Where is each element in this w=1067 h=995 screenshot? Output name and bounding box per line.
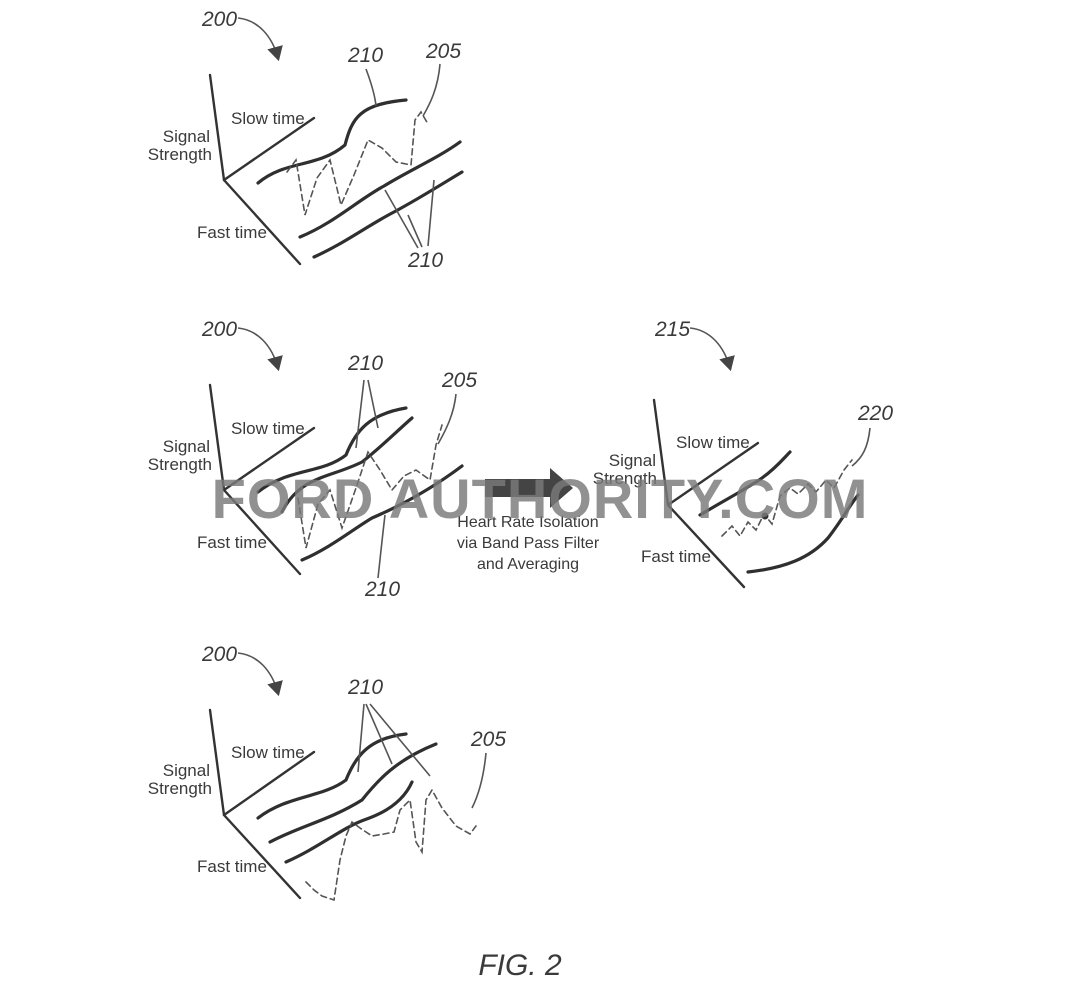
dashed-curve-mid — [297, 424, 443, 549]
process-line-1: Heart Rate Isolation — [457, 514, 598, 531]
label-signal-result: Signal — [609, 451, 656, 470]
ref-200-top: 200 — [201, 8, 237, 31]
leader-215 — [689, 327, 735, 372]
heart-signal-point — [761, 512, 769, 520]
dashed-curve — [286, 110, 429, 216]
process-line-3: and Averaging — [477, 556, 579, 573]
solid-curve-bot-1 — [256, 732, 408, 820]
ref-205-bot: 205 — [470, 728, 506, 751]
label-signal-bot: Signal — [163, 761, 210, 780]
leader-220 — [851, 427, 871, 467]
leader-210-mid-a — [355, 379, 379, 449]
label-strength-result: Strength — [593, 469, 657, 488]
process-line-2: via Band Pass Filter — [457, 535, 600, 552]
solid-curve-1 — [256, 98, 408, 185]
solid-curve-result-2 — [746, 493, 860, 574]
plot-panel-bottom: 200 Signal Strength Slow time Fast time … — [148, 643, 506, 902]
label-fast-time-result: Fast time — [641, 547, 711, 566]
ref-200-bot: 200 — [201, 643, 237, 666]
axis-slow-time-bottom — [222, 750, 316, 817]
process-arrow: Heart Rate Isolation via Band Pass Filte… — [457, 468, 600, 573]
leader-210-top-a — [365, 68, 377, 107]
leader-200-top — [237, 17, 283, 62]
ref-210-mid-a: 210 — [347, 352, 383, 375]
leader-205-bot — [471, 752, 487, 809]
ref-200-mid: 200 — [201, 318, 237, 341]
label-slow-time: Slow time — [231, 109, 305, 128]
dashed-curve-bot — [305, 788, 477, 902]
label-signal: Signal — [163, 127, 210, 146]
watermark-logo: FORD AUTHORITY.COM — [212, 467, 869, 530]
solid-curve-bot-3 — [284, 780, 414, 864]
plot-panel-result: 215 Signal Strength Slow time Fast time … — [593, 318, 893, 589]
solid-curve-2 — [298, 140, 462, 239]
ref-210-top-a: 210 — [347, 44, 383, 67]
leader-210-bot — [357, 703, 431, 777]
label-strength-mid: Strength — [148, 455, 212, 474]
ref-210-mid-b: 210 — [364, 578, 400, 601]
leader-200-bot — [237, 652, 283, 697]
ref-205-top: 205 — [425, 40, 461, 63]
solid-curve-result-1 — [698, 450, 792, 517]
leader-210-top-b — [384, 179, 435, 249]
axis-slow-time-result — [666, 441, 760, 507]
leader-200-mid — [237, 327, 283, 372]
heart-signal-dashed — [721, 459, 853, 538]
label-strength: Strength — [148, 145, 212, 164]
ref-220: 220 — [857, 402, 893, 425]
ref-210-bot: 210 — [347, 676, 383, 699]
label-strength-bot: Strength — [148, 779, 212, 798]
plot-panel-top: 200 Signal Strength Slow time Fast time … — [148, 8, 464, 272]
ref-205-mid: 205 — [441, 369, 477, 392]
label-slow-time-mid: Slow time — [231, 419, 305, 438]
label-signal-mid: Signal — [163, 437, 210, 456]
label-fast-time: Fast time — [197, 223, 267, 242]
ref-210-top-b: 210 — [407, 249, 443, 272]
leader-205-mid — [437, 393, 457, 445]
figure-caption: FIG. 2 — [478, 949, 562, 982]
right-arrow-icon — [485, 468, 573, 508]
leader-210-mid-b — [377, 514, 386, 579]
axis-slow-time-mid — [222, 426, 316, 492]
label-fast-time-mid: Fast time — [197, 533, 267, 552]
solid-curve-mid-1 — [256, 406, 408, 494]
axis-slow-time — [222, 116, 316, 182]
leader-205-top — [422, 63, 441, 117]
label-fast-time-bot: Fast time — [197, 857, 267, 876]
ref-215: 215 — [654, 318, 690, 341]
solid-curve-3 — [312, 170, 464, 259]
solid-curve-mid-2 — [280, 416, 414, 514]
label-slow-time-result: Slow time — [676, 433, 750, 452]
solid-curve-mid-3 — [300, 464, 464, 562]
solid-curve-bot-2 — [268, 742, 438, 844]
label-slow-time-bot: Slow time — [231, 743, 305, 762]
plot-panel-middle: 200 Signal Strength Slow time Fast time … — [148, 318, 478, 601]
